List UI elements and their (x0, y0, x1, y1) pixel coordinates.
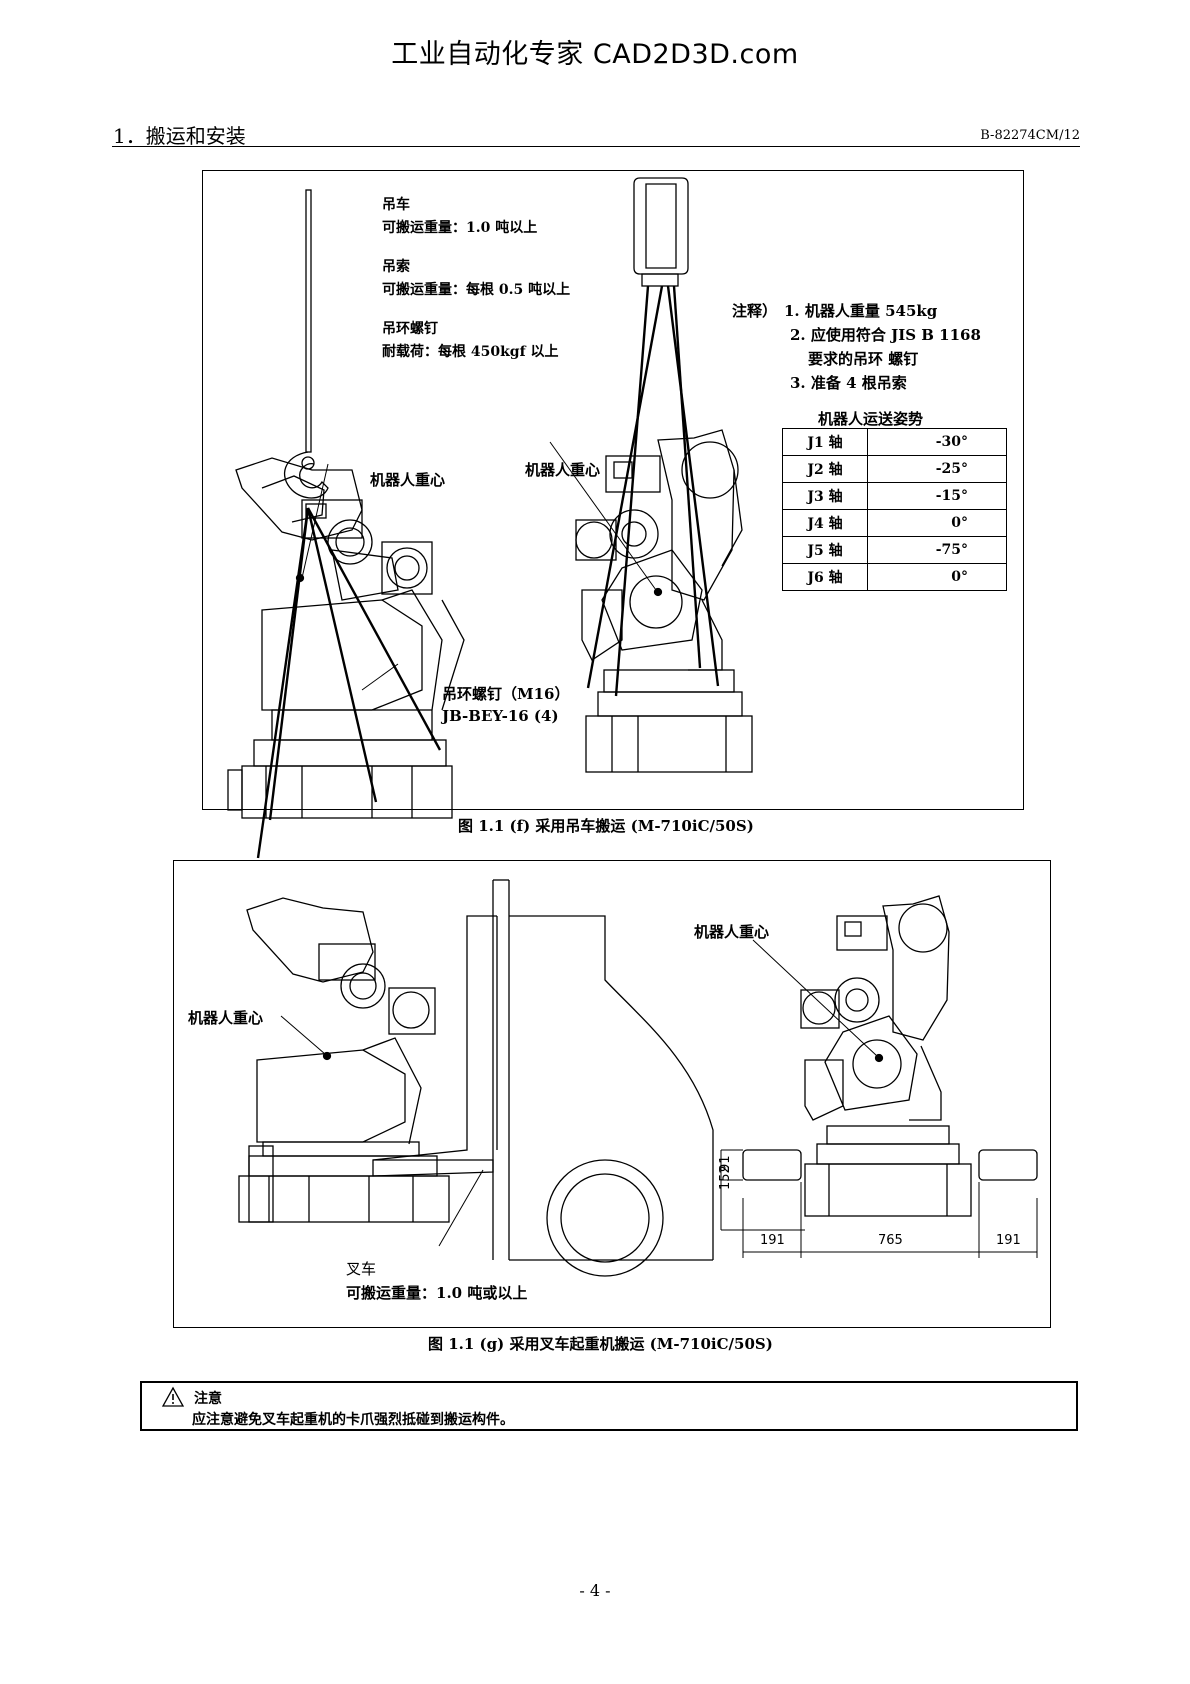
figure-g-frame (173, 860, 1051, 1328)
center-of-gravity-label-right: 机器人重心 (525, 461, 601, 479)
left-robot-icon (227, 457, 465, 819)
eyebolt-spec-line2: JB-BEY-16 (4) (442, 707, 559, 725)
eyebolt-load: 耐载荷：每根 450kgf 以上 (382, 344, 559, 360)
dimension-left: 191 (760, 1233, 785, 1248)
dimension-right: 191 (996, 1233, 1021, 1248)
dimension-height-b: 91 (718, 1155, 733, 1172)
eyebolt-spec-line1: 吊环螺钉（M16） (442, 685, 570, 703)
eyebolt-title: 吊环螺钉 (382, 321, 438, 337)
note-1: 1. 机器人重量 545kg (784, 302, 938, 320)
crane-hook-icon (283, 189, 329, 499)
center-of-gravity-label-left: 机器人重心 (188, 1009, 264, 1027)
dimension-lines (720, 1149, 1038, 1258)
figure-f-frame (202, 170, 1024, 810)
figure-g-caption: 图 1.1 (g) 采用叉车起重机搬运 (M-710iC/50S) (428, 1335, 773, 1353)
forklift-lifting-drawing (238, 879, 1038, 1277)
caution-box: 注意 应注意避免叉车起重机的卡爪强烈抵碰到搬运构件。 (140, 1381, 1078, 1431)
caution-title: 注意 (194, 1391, 222, 1407)
pose-table-title: 机器人运送姿势 (818, 410, 924, 428)
table-row: J5 轴-75° (782, 536, 1007, 564)
page-number: - 4 - (579, 1581, 611, 1600)
dimension-center: 765 (878, 1233, 903, 1248)
left-slings (256, 507, 442, 859)
crane-shackle-icon (633, 177, 689, 287)
forklift-icon (372, 879, 714, 1277)
forklift-title: 叉车 (346, 1260, 377, 1278)
figure-f-caption: 图 1.1 (f) 采用吊车搬运 (M-710iC/50S) (458, 817, 754, 835)
sling-title: 吊索 (382, 259, 410, 275)
notes-prefix: 注释） (732, 302, 778, 320)
document-code: B-82274CM/12 (980, 128, 1080, 143)
note-2: 2. 应使用符合 JIS B 1168 (790, 326, 981, 344)
left-robot-icon (238, 897, 450, 1223)
table-row: J1 轴-30° (782, 428, 1007, 456)
caution-text: 应注意避免叉车起重机的卡爪强烈抵碰到搬运构件。 (192, 1412, 514, 1428)
warning-triangle-icon (161, 1386, 185, 1407)
note-2-continued: 要求的吊环 螺钉 (808, 350, 919, 368)
table-row: J2 轴-25° (782, 455, 1007, 483)
header-rule (112, 146, 1080, 147)
crane-lifting-drawing (227, 177, 753, 859)
right-robot-icon (800, 895, 972, 1217)
table-row: J3 轴-15° (782, 482, 1007, 510)
note-3: 3. 准备 4 根吊索 (790, 374, 907, 392)
forklift-capacity: 可搬运重量：1.0 吨或以上 (346, 1284, 528, 1302)
crane-capacity: 可搬运重量：1.0 吨以上 (382, 220, 538, 236)
watermark: 工业自动化专家 CAD2D3D.com (391, 39, 799, 70)
crane-title: 吊车 (382, 197, 410, 213)
sling-capacity: 可搬运重量：每根 0.5 吨以上 (382, 282, 571, 298)
section-title: 1．搬运和安装 (113, 124, 246, 148)
right-slings (586, 285, 720, 697)
center-of-gravity-label-right: 机器人重心 (694, 923, 770, 941)
right-robot-icon (575, 429, 753, 773)
center-of-gravity-label-left: 机器人重心 (370, 471, 446, 489)
